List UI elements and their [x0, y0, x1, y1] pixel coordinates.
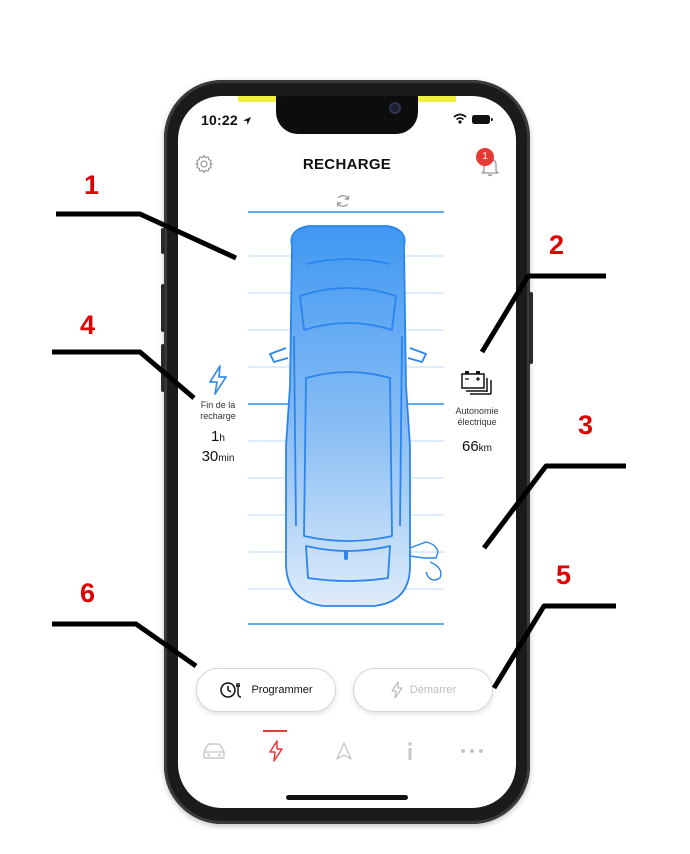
- info-icon: [408, 742, 412, 760]
- schedule-button[interactable]: Programmer: [196, 668, 336, 712]
- charge-end-label-1: Fin de la: [200, 400, 236, 410]
- charge-end-info: Fin de la recharge 1h 30min: [188, 364, 248, 468]
- car-outline: [269, 225, 427, 607]
- phone-mute-switch: [161, 228, 165, 254]
- navigation-icon: [336, 742, 352, 760]
- range-label-2: électrique: [457, 417, 497, 427]
- lightning-icon: [209, 365, 227, 395]
- phone-power-button: [529, 292, 533, 364]
- tab-charge[interactable]: [256, 736, 296, 766]
- phone-volume-up: [161, 284, 165, 332]
- status-icons: [453, 113, 493, 124]
- location-arrow-icon: [242, 117, 251, 125]
- car-icon: [203, 743, 225, 759]
- more-icon: [461, 749, 483, 753]
- charge-end-hours: 1h: [211, 428, 225, 445]
- schedule-label: Programmer: [251, 684, 313, 696]
- tab-info[interactable]: [390, 736, 430, 766]
- annotation-5: 5: [556, 560, 572, 590]
- annotation-2: 2: [549, 230, 565, 260]
- tab-bar: [178, 736, 516, 776]
- charge-end-minutes: 30min: [201, 448, 235, 465]
- battery-range-icon: [461, 371, 492, 395]
- app-screen: 10:22 RECHARGE 1: [178, 96, 516, 808]
- annotation-6: 6: [80, 578, 96, 608]
- yellow-strip-left: [238, 96, 278, 102]
- clock-plug-icon: [220, 682, 242, 698]
- tab-more[interactable]: [452, 736, 492, 766]
- settings-gear-icon[interactable]: [194, 154, 214, 174]
- camera: [389, 102, 401, 114]
- yellow-strip-right: [416, 96, 456, 102]
- car-fill: [286, 226, 410, 606]
- range-value: 66km: [461, 438, 493, 455]
- home-indicator: [286, 795, 408, 800]
- start-button[interactable]: Démarrer: [353, 668, 493, 712]
- annotation-4: 4: [80, 310, 96, 340]
- annotation-3: 3: [578, 410, 594, 440]
- tab-navigation[interactable]: [324, 736, 364, 766]
- notification-badge: 1: [476, 148, 494, 166]
- page-title: RECHARGE: [302, 156, 392, 173]
- status-time: 10:22: [201, 112, 252, 128]
- car-rear-light: [344, 550, 348, 560]
- charge-end-label-2: recharge: [200, 411, 236, 421]
- phone-volume-down: [161, 344, 165, 392]
- wifi-icon: [453, 113, 467, 124]
- charging-plug-icon: [409, 541, 442, 581]
- notch: [276, 96, 418, 134]
- lightning-icon: [269, 740, 283, 762]
- lightning-icon: [391, 681, 403, 699]
- refresh-icon[interactable]: [334, 192, 352, 210]
- annotation-1: 1: [84, 170, 100, 200]
- electric-range-info: Autonomie électrique 66km: [442, 368, 512, 458]
- start-label: Démarrer: [409, 684, 457, 696]
- battery-icon: [472, 115, 493, 124]
- tab-vehicle[interactable]: [194, 736, 234, 766]
- active-tab-indicator: [263, 730, 287, 732]
- range-label-1: Autonomie: [455, 406, 499, 416]
- car-charge-visual: [248, 211, 444, 625]
